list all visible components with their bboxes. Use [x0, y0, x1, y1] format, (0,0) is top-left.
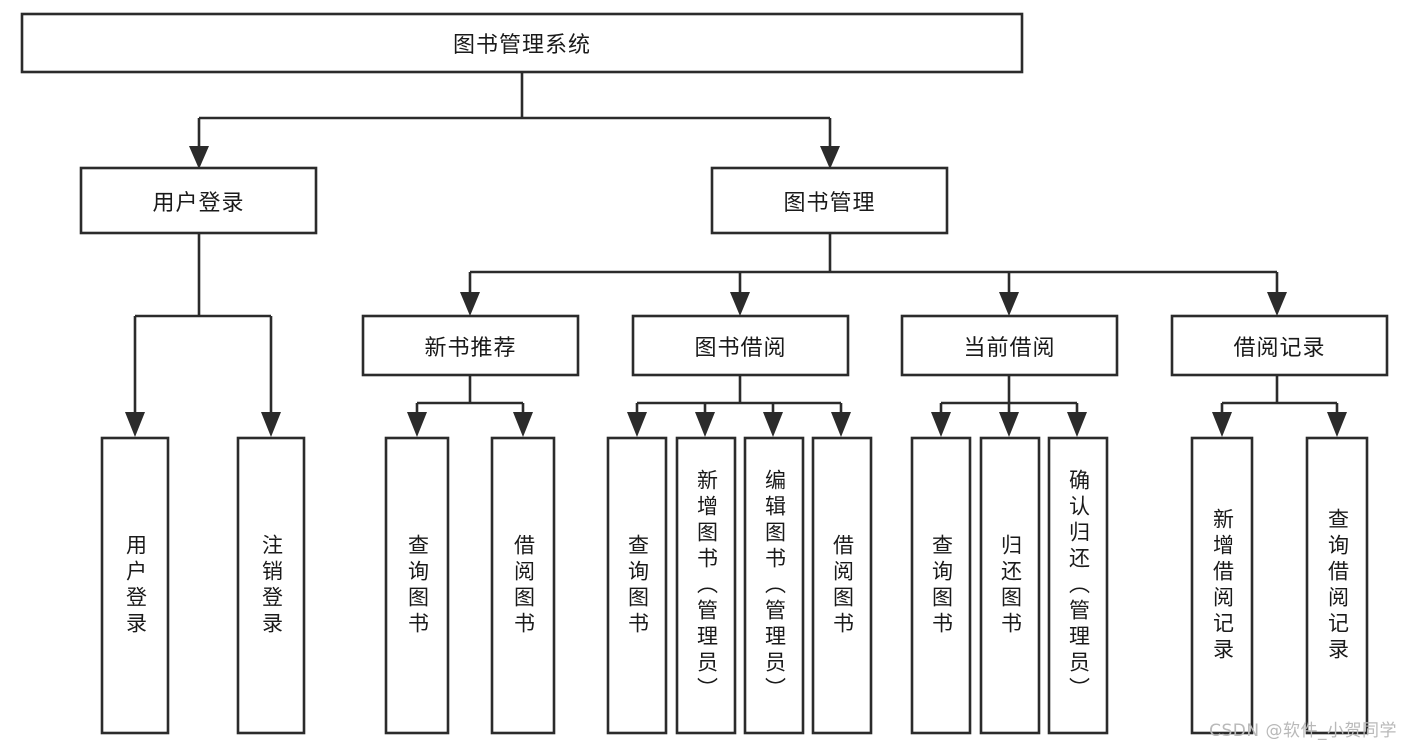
node-box-leaf-edit-book[interactable]: [743, 436, 805, 735]
node-box-leaf-query-book-2[interactable]: [606, 436, 668, 735]
node-box-leaf-borrow-book-1[interactable]: [490, 436, 556, 735]
arrow-to-currentborrow: [999, 292, 1019, 316]
node-box-leaf-logout[interactable]: [236, 436, 306, 735]
arrow-currentborrow-l3: [1067, 412, 1087, 437]
arrow-borrowrecord-l2: [1327, 412, 1347, 437]
arrow-bookborrow-l2: [695, 412, 715, 437]
arrow-userlogin-leaf2: [261, 412, 281, 437]
csdn-watermark: CSDN @软件_小贺同学: [1209, 721, 1397, 741]
node-box-current-borrow[interactable]: [900, 314, 1119, 377]
node-box-leaf-query-book-1[interactable]: [384, 436, 450, 735]
node-box-leaf-add-book[interactable]: [675, 436, 737, 735]
arrow-bookborrow-l3: [763, 412, 783, 437]
node-box-leaf-query-book-3[interactable]: [910, 436, 972, 735]
arrow-to-borrowrecord: [1267, 292, 1287, 316]
node-box-leaf-return-book[interactable]: [979, 436, 1041, 735]
node-box-leaf-add-record[interactable]: [1190, 436, 1254, 735]
arrow-bookborrow-l1: [627, 412, 647, 437]
arrow-to-newbook: [460, 292, 480, 316]
arrow-to-userlogin: [189, 146, 209, 169]
arrow-to-bookborrow: [730, 292, 750, 316]
node-boxes: [20, 12, 1389, 735]
node-box-leaf-query-record[interactable]: [1305, 436, 1369, 735]
arrow-bookborrow-l4: [831, 412, 851, 437]
connectors: [125, 72, 1347, 437]
arrow-currentborrow-l1: [931, 412, 951, 437]
arrow-to-bookmgmt: [820, 146, 840, 169]
arrow-newbook-l1: [407, 412, 427, 437]
arrow-borrowrecord-l1: [1212, 412, 1232, 437]
arrow-newbook-l2: [513, 412, 533, 437]
arrow-userlogin-leaf1: [125, 412, 145, 437]
node-box-user-login[interactable]: [79, 166, 318, 235]
node-box-book-borrow[interactable]: [631, 314, 850, 377]
node-box-leaf-user-login[interactable]: [100, 436, 170, 735]
node-box-book-management[interactable]: [710, 166, 949, 235]
node-box-root[interactable]: [20, 12, 1024, 74]
arrow-currentborrow-l2: [999, 412, 1019, 437]
node-box-new-book-recommend[interactable]: [361, 314, 580, 377]
node-box-borrow-record[interactable]: [1170, 314, 1389, 377]
node-box-leaf-borrow-book-2[interactable]: [811, 436, 873, 735]
node-box-leaf-confirm-return[interactable]: [1047, 436, 1109, 735]
